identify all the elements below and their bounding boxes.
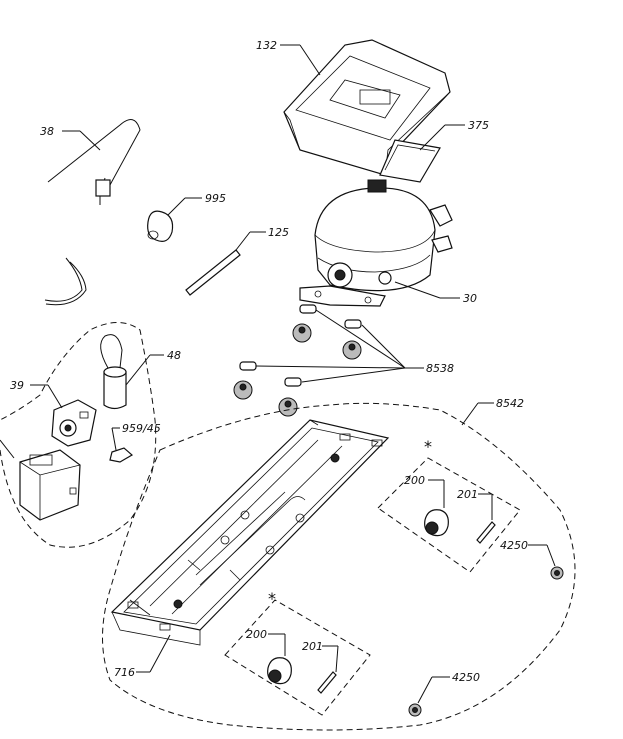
part-39-relay xyxy=(51,399,97,447)
label-38: 38 xyxy=(40,125,101,151)
svg-text:39: 39 xyxy=(10,379,24,392)
label-200-a: 200 xyxy=(404,474,445,508)
kit-a-outline xyxy=(377,457,521,573)
label-8538: 8538 xyxy=(255,309,454,383)
svg-text:995: 995 xyxy=(205,192,226,205)
svg-text:959/45: 959/45 xyxy=(122,422,161,435)
svg-text:30: 30 xyxy=(463,292,477,305)
part-200-foot-a xyxy=(424,509,449,537)
svg-text:8542: 8542 xyxy=(496,397,524,410)
part-959-45-clip xyxy=(109,447,134,463)
label-375: 375 xyxy=(419,119,489,151)
label-39: 39 xyxy=(10,379,63,409)
label-200-b: 200 xyxy=(246,628,286,656)
svg-text:201: 201 xyxy=(302,640,323,653)
part-loose-wire xyxy=(44,257,87,306)
svg-text:4250: 4250 xyxy=(500,539,528,552)
part-200-foot-b xyxy=(267,657,292,685)
part-30-compressor xyxy=(299,179,453,307)
label-132: 132 xyxy=(256,39,321,76)
kit-b-star: * xyxy=(268,589,276,608)
label-716: 716 xyxy=(114,634,171,679)
electrical-group-outline xyxy=(0,322,157,548)
svg-text:132: 132 xyxy=(256,39,277,52)
svg-text:*: * xyxy=(424,437,432,456)
svg-text:716: 716 xyxy=(114,666,135,679)
kit-a-star: * xyxy=(424,437,432,456)
part-201-pin-a xyxy=(476,521,496,544)
part-38-sensor-wire xyxy=(47,119,141,205)
svg-text:38: 38 xyxy=(40,125,54,138)
svg-text:48: 48 xyxy=(167,349,181,362)
part-995-cap xyxy=(147,210,174,242)
svg-text:125: 125 xyxy=(268,226,289,239)
label-48: 48 xyxy=(125,349,181,386)
part-375-pad xyxy=(379,139,441,183)
label-995: 995 xyxy=(167,192,226,216)
svg-text:201: 201 xyxy=(457,488,478,501)
label-4250-b: 4250 xyxy=(417,671,480,704)
svg-text:4250: 4250 xyxy=(452,671,480,684)
part-8538-grommets xyxy=(233,304,362,417)
part-4250-nut-b xyxy=(408,703,422,717)
label-4250-a: 4250 xyxy=(500,539,556,567)
label-201-a: 201 xyxy=(457,488,493,520)
part-125-rod xyxy=(185,249,241,296)
label-959-45: 959/45 xyxy=(111,422,161,451)
svg-text:200: 200 xyxy=(404,474,425,487)
label-8542: 8542 xyxy=(461,397,524,426)
label-30: 30 xyxy=(394,281,477,305)
svg-text:375: 375 xyxy=(468,119,489,132)
svg-text:200: 200 xyxy=(246,628,267,641)
kit-b-outline xyxy=(224,599,371,716)
part-716-base-frame xyxy=(110,419,390,646)
svg-text:8538: 8538 xyxy=(426,362,454,375)
label-125: 125 xyxy=(235,226,289,251)
label-201-b: 201 xyxy=(302,640,339,673)
part-201-pin-b xyxy=(317,671,337,694)
base-group-outline xyxy=(102,402,576,731)
part-4250-nut-a xyxy=(550,566,564,580)
svg-text:*: * xyxy=(268,589,276,608)
part-48-capacitor xyxy=(100,334,127,410)
part-overload-box xyxy=(0,439,81,521)
